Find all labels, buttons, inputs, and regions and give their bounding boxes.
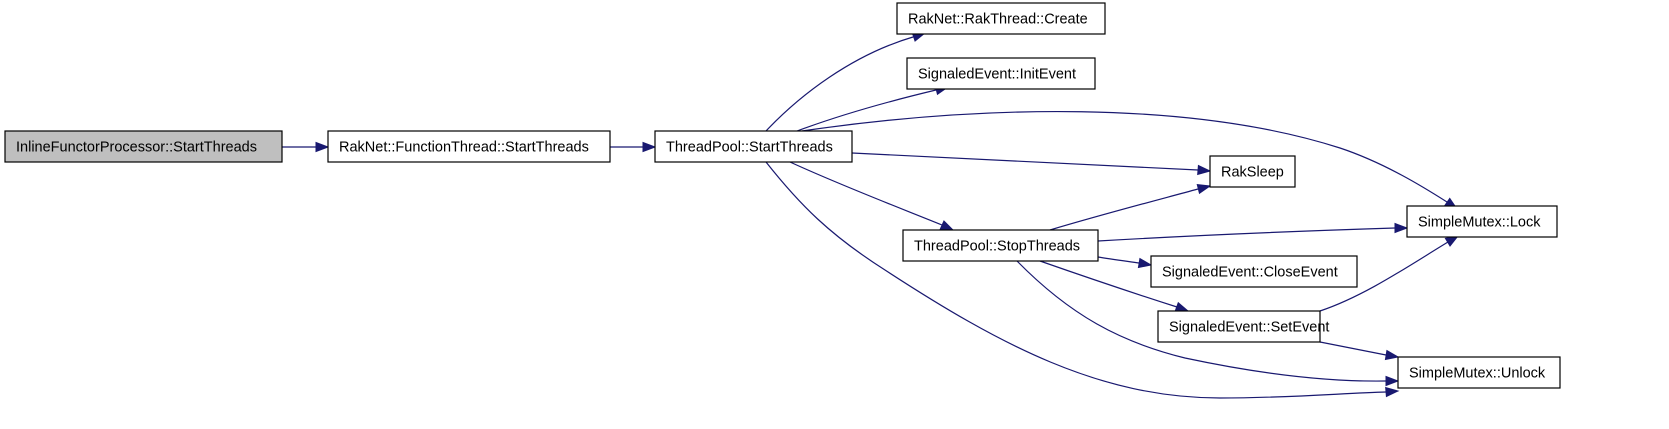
node-box[interactable]: [4, 130, 283, 163]
node-sm-lock[interactable]: SimpleMutex::Lock: [1406, 205, 1558, 238]
edge-tp_start-to-sm_unlock: [765, 161, 1400, 399]
edge-line: [1097, 256, 1140, 264]
edge-ifp_start-to-ft_start: [282, 141, 330, 153]
edge-line: [789, 161, 943, 226]
arrowhead: [1385, 386, 1400, 398]
node-label: ThreadPool::StopThreads: [914, 239, 1080, 255]
edge-tp_start-to-tp_stop: [789, 161, 955, 231]
node-label: RakNet::RakThread::Create: [908, 12, 1088, 28]
edge-line: [801, 110, 1448, 203]
node-label: RakSleep: [1221, 165, 1284, 181]
node-se-close[interactable]: SignaledEvent::CloseEvent: [1150, 255, 1358, 288]
edge-line: [1319, 341, 1387, 356]
node-box[interactable]: [906, 57, 1096, 90]
node-box[interactable]: [1157, 310, 1321, 343]
node-box[interactable]: [902, 229, 1099, 262]
node-se-set[interactable]: SignaledEvent::SetEvent: [1157, 310, 1329, 343]
arrowhead: [315, 141, 330, 153]
edges-layer: [282, 31, 1460, 399]
edge-line: [765, 36, 914, 132]
node-box[interactable]: [1150, 255, 1358, 288]
node-tp-stop[interactable]: ThreadPool::StopThreads: [902, 229, 1099, 262]
node-box[interactable]: [327, 130, 611, 163]
node-tp-start[interactable]: ThreadPool::StartThreads: [654, 130, 853, 163]
node-se-init[interactable]: SignaledEvent::InitEvent: [906, 57, 1096, 90]
arrowhead: [1174, 301, 1190, 312]
arrowhead: [1196, 183, 1212, 195]
arrowhead: [642, 141, 657, 153]
nodes-layer: InlineFunctorProcessor::StartThreads RakN…: [4, 2, 1561, 389]
node-ifp-start[interactable]: InlineFunctorProcessor::StartThreads: [4, 130, 283, 163]
arrowhead: [1197, 164, 1212, 176]
edge-se_set-to-sm_unlock: [1319, 341, 1400, 361]
edge-ft_start-to-tp_start: [610, 141, 657, 153]
edge-line: [1319, 241, 1449, 312]
edge-tp_start-to-sm_lock: [801, 110, 1459, 210]
edge-tp_start-to-raksleep: [851, 152, 1212, 176]
node-label: SimpleMutex::Unlock: [1409, 366, 1546, 382]
edge-line: [796, 89, 937, 132]
node-ft-start[interactable]: RakNet::FunctionThread::StartThreads: [327, 130, 611, 163]
node-box[interactable]: [654, 130, 853, 163]
arrowhead: [1385, 375, 1400, 387]
node-label: SignaledEvent::SetEvent: [1169, 320, 1329, 336]
edge-tp_stop-to-sm_unlock: [1016, 260, 1400, 387]
arrowhead: [939, 220, 955, 231]
node-label: SimpleMutex::Lock: [1418, 215, 1541, 231]
edge-tp_start-to-rt_create: [765, 31, 927, 132]
node-label: SignaledEvent::InitEvent: [918, 67, 1076, 83]
edge-tp_stop-to-sm_lock: [1097, 222, 1409, 242]
edge-line: [1016, 260, 1387, 382]
arrowhead: [1394, 222, 1409, 234]
edge-line: [1097, 227, 1396, 242]
edge-tp_stop-to-raksleep: [1049, 183, 1212, 231]
edge-line: [1049, 188, 1199, 231]
edge-tp_stop-to-se_close: [1097, 256, 1153, 269]
node-box[interactable]: [1397, 356, 1561, 389]
edge-tp_start-to-se_init: [796, 84, 950, 132]
node-rt-create[interactable]: RakNet::RakThread::Create: [896, 2, 1106, 35]
node-box[interactable]: [1209, 155, 1296, 188]
node-box[interactable]: [1406, 205, 1558, 238]
edge-line: [1039, 260, 1178, 308]
edge-line: [765, 161, 1387, 399]
node-label: ThreadPool::StartThreads: [666, 140, 833, 156]
arrowhead: [1137, 257, 1153, 269]
node-sm-unlock[interactable]: SimpleMutex::Unlock: [1397, 356, 1561, 389]
node-box[interactable]: [896, 2, 1106, 35]
node-label: InlineFunctorProcessor::StartThreads: [16, 140, 257, 156]
node-label: SignaledEvent::CloseEvent: [1162, 265, 1338, 281]
node-label: RakNet::FunctionThread::StartThreads: [339, 140, 589, 156]
edge-line: [851, 152, 1199, 171]
arrowhead: [1384, 349, 1400, 361]
node-raksleep[interactable]: RakSleep: [1209, 155, 1296, 188]
